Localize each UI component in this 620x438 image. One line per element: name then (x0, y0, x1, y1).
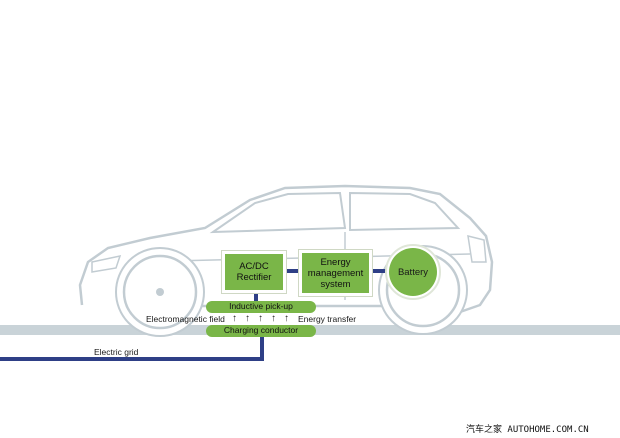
energy-transfer-label: Energy transfer (298, 314, 357, 324)
watermark: 汽车之家 AUTOHOME.COM.CN (466, 425, 589, 435)
charging-conductor-label: Charging conductor (223, 325, 299, 335)
field-arrow-4-icon: ↑ (271, 313, 276, 324)
car-window (209, 191, 347, 234)
electromagnetic-field-label: Electromagnetic field (146, 314, 225, 324)
car-headlight (91, 254, 122, 273)
battery-circle (389, 248, 437, 296)
car-taillight (467, 234, 487, 263)
charging-conductor-pill: Charging conductor (206, 325, 316, 337)
battery-label: Battery (397, 267, 429, 278)
field-arrow-1-icon: ↑ (232, 313, 237, 324)
rectifier-label: AC/DC Rectifier (236, 261, 272, 283)
inductive-pickup-pill: Inductive pick-up (206, 301, 316, 313)
rectifier-box: AC/DC Rectifier (222, 251, 286, 293)
electric-grid-label: Electric grid (94, 347, 139, 357)
car-window-rear (349, 191, 461, 232)
car-body (78, 184, 494, 314)
energy-management-label: Energy management system (307, 256, 364, 290)
field-arrow-2-icon: ↑ (245, 313, 250, 324)
field-arrow-3-icon: ↑ (258, 313, 263, 324)
energy-management-box: Energy management system (299, 250, 372, 296)
field-arrow-5-icon: ↑ (284, 313, 289, 324)
electric-grid-line (0, 334, 264, 361)
inductive-pickup-label: Inductive pick-up (229, 301, 293, 311)
front-hub (156, 288, 164, 296)
